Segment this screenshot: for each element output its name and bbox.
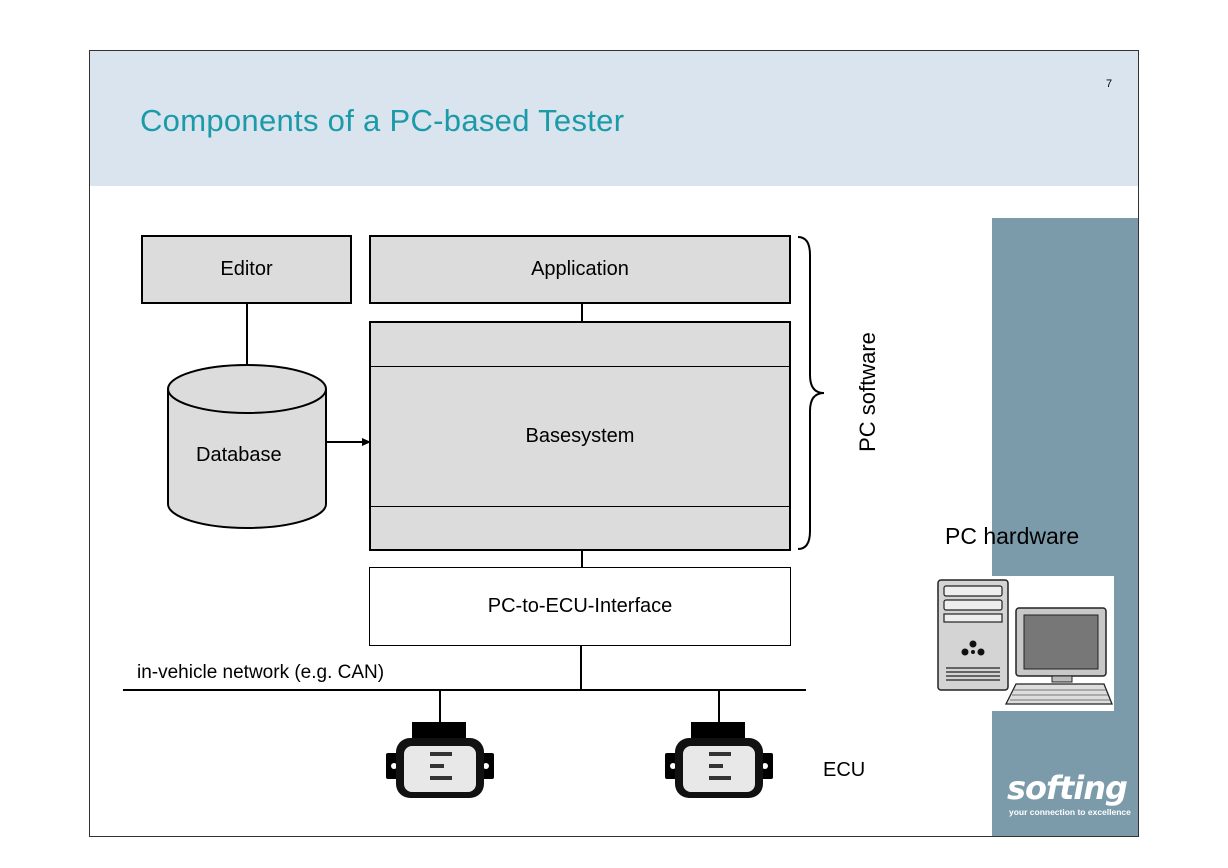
sidebar-band — [992, 218, 1138, 836]
pc-hardware-icon — [934, 576, 1114, 711]
pc-software-label: PC software — [855, 332, 880, 452]
network-bus-line — [123, 689, 806, 691]
editor-label: Editor — [220, 258, 273, 280]
basesystem-top-divider — [371, 366, 789, 367]
page-number: 7 — [1106, 78, 1113, 90]
database-cylinder — [167, 364, 327, 529]
application-label: Application — [531, 258, 629, 280]
header-band: Components of a PC-based Tester 7 — [90, 51, 1138, 186]
basesystem-box: Basesystem — [369, 321, 791, 551]
pc-hardware-label: PC hardware — [945, 523, 1080, 549]
application-box: Application — [369, 235, 791, 304]
editor-box: Editor — [141, 235, 352, 304]
database-to-basesystem-arrow — [326, 438, 371, 446]
interface-label: PC-to-ECU-Interface — [487, 595, 673, 617]
basesystem-label: Basesystem — [525, 424, 635, 447]
application-basesystem-connector — [581, 304, 583, 322]
network-label: in-vehicle network (e.g. CAN) — [137, 662, 385, 683]
editor-database-connector — [246, 304, 248, 376]
softing-logo: softing — [1007, 769, 1128, 807]
interface-box: PC-to-ECU-Interface — [369, 567, 791, 646]
interface-network-connector — [580, 646, 582, 690]
ecu-label: ECU — [823, 759, 866, 781]
basesystem-bottom-divider — [371, 506, 789, 507]
ecu-device-1 — [386, 690, 494, 798]
softing-tagline: your connection to excellence — [1009, 807, 1131, 817]
ecu-device-2 — [665, 690, 773, 798]
basesystem-interface-connector — [581, 550, 583, 567]
pc-software-brace — [797, 236, 825, 550]
slide: Components of a PC-based Tester 7 Editor… — [89, 50, 1139, 837]
database-label: Database — [196, 444, 282, 466]
slide-title: Components of a PC-based Tester — [140, 103, 625, 138]
